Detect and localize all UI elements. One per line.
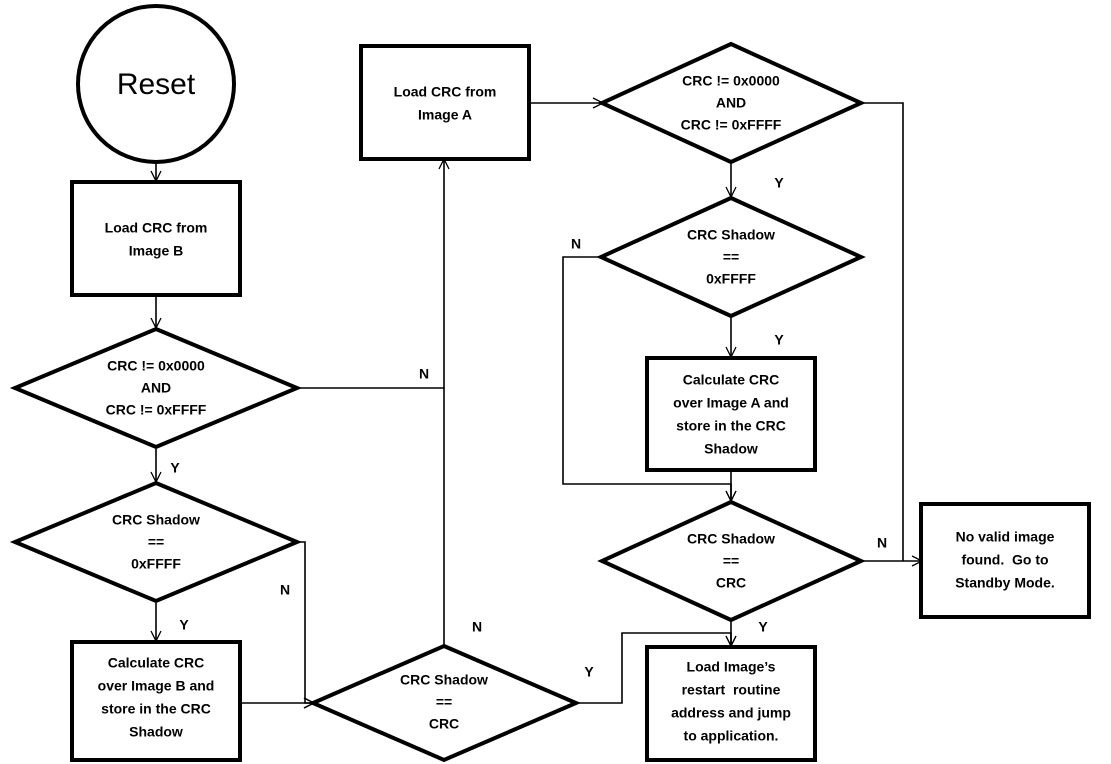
node-decision-shadow-eq-crc-b-line3: CRC: [429, 716, 459, 732]
edge-label-shadow-b-ffff-no: N: [280, 582, 290, 598]
node-calc-crc-image-a-line2: over Image A and: [673, 395, 789, 411]
node-load-crc-image-a[interactable]: Load CRC from Image A: [359, 44, 531, 161]
edge-label-shadow-eq-crc-a-yes: Y: [758, 619, 768, 635]
edge-label-crc-a-valid-yes: Y: [774, 175, 784, 191]
node-decision-crc-b-valid[interactable]: CRC != 0x0000 AND CRC != 0xFFFF: [9, 326, 303, 450]
node-load-crc-image-b-line2: Image B: [129, 243, 183, 259]
node-reset[interactable]: Reset: [76, 4, 236, 164]
edge-label-shadow-a-ffff-no: N: [571, 236, 581, 252]
node-decision-shadow-a-ffff[interactable]: CRC Shadow == 0xFFFF: [596, 195, 866, 319]
edge-shadowb-no-to-decision-eq: [297, 541, 316, 709]
node-decision-crc-a-valid[interactable]: CRC != 0x0000 AND CRC != 0xFFFF: [597, 41, 866, 165]
node-load-restart-vector-line4: to application.: [684, 728, 779, 744]
node-decision-shadow-a-ffff-line3: 0xFFFF: [706, 271, 756, 287]
node-load-restart-vector-line3: address and jump: [671, 705, 791, 721]
node-calc-crc-image-a-line3: store in the CRC: [676, 418, 786, 434]
node-decision-shadow-eq-crc-a[interactable]: CRC Shadow == CRC: [597, 499, 866, 623]
node-load-crc-image-b[interactable]: Load CRC from Image B: [70, 180, 242, 297]
node-calc-crc-image-b[interactable]: Calculate CRC over Image B and store in …: [70, 640, 242, 762]
node-calc-crc-image-b-line3: store in the CRC: [101, 701, 211, 717]
node-decision-shadow-eq-crc-a-line2: ==: [723, 553, 739, 569]
edge-label-shadow-eq-crc-b-yes: Y: [584, 664, 594, 680]
node-decision-shadow-a-ffff-line1: CRC Shadow: [687, 227, 775, 243]
node-decision-shadow-eq-crc-a-line3: CRC: [716, 575, 746, 591]
node-reset-label: Reset: [117, 68, 196, 101]
node-decision-crc-a-valid-line3: CRC != 0xFFFF: [681, 117, 782, 133]
node-calc-crc-image-b-line2: over Image B and: [98, 678, 215, 694]
node-no-valid-image-line1: No valid image: [956, 529, 1055, 545]
node-decision-shadow-eq-crc-b-line1: CRC Shadow: [400, 672, 488, 688]
edge-label-shadow-a-ffff-yes: Y: [774, 332, 784, 348]
node-load-restart-vector[interactable]: Load Image’s restart routine address and…: [645, 645, 817, 762]
node-no-valid-image-line2: found. Go to: [961, 552, 1048, 568]
node-load-crc-image-a-line2: Image A: [418, 107, 472, 123]
edge-label-shadow-b-ffff-yes: Y: [179, 617, 189, 633]
node-decision-shadow-eq-crc-b-line2: ==: [436, 694, 452, 710]
node-load-crc-image-b-line1: Load CRC from: [105, 220, 208, 236]
node-calc-crc-image-a-line4: Shadow: [704, 441, 758, 457]
node-decision-shadow-b-ffff[interactable]: CRC Shadow == 0xFFFF: [9, 480, 303, 604]
node-decision-crc-a-valid-line1: CRC != 0x0000: [682, 73, 780, 89]
node-calc-crc-image-b-line4: Shadow: [129, 724, 183, 740]
node-calc-crc-image-a-line1: Calculate CRC: [683, 372, 779, 388]
node-load-restart-vector-line1: Load Image’s: [687, 659, 776, 675]
node-load-restart-vector-line2: restart routine: [682, 682, 781, 698]
edge-crcb-no-to-loada: [297, 157, 450, 389]
edge-label-shadow-eq-crc-b-no: N: [472, 619, 482, 635]
node-decision-shadow-b-ffff-line2: ==: [148, 534, 164, 550]
node-no-valid-image[interactable]: No valid image found. Go to Standby Mode…: [919, 502, 1091, 619]
node-decision-crc-a-valid-line2: AND: [716, 95, 746, 111]
node-calc-crc-image-a[interactable]: Calculate CRC over Image A and store in …: [645, 356, 817, 472]
edge-label-crc-b-valid-no: N: [419, 366, 429, 382]
node-decision-crc-b-valid-line1: CRC != 0x0000: [107, 358, 205, 374]
node-decision-shadow-eq-crc-a-line1: CRC Shadow: [687, 531, 775, 547]
edge-crca-no-to-novalid: [861, 102, 904, 561]
edge-label-layer: N Y N Y N Y Y N Y N Y: [170, 175, 887, 680]
node-decision-shadow-eq-crc-b[interactable]: CRC Shadow == CRC: [307, 643, 582, 763]
edge-label-shadow-eq-crc-a-no: N: [877, 535, 887, 551]
node-load-crc-image-a-line1: Load CRC from: [394, 84, 497, 100]
node-decision-crc-b-valid-line3: CRC != 0xFFFF: [106, 402, 207, 418]
node-decision-crc-b-valid-line2: AND: [141, 380, 171, 396]
edge-label-crc-b-valid-yes: Y: [170, 460, 180, 476]
node-decision-shadow-b-ffff-line1: CRC Shadow: [112, 512, 200, 528]
node-calc-crc-image-b-line1: Calculate CRC: [108, 655, 204, 671]
node-no-valid-image-line3: Standby Mode.: [955, 575, 1055, 591]
node-decision-shadow-b-ffff-line3: 0xFFFF: [131, 556, 181, 572]
node-decision-shadow-a-ffff-line2: ==: [723, 249, 739, 265]
